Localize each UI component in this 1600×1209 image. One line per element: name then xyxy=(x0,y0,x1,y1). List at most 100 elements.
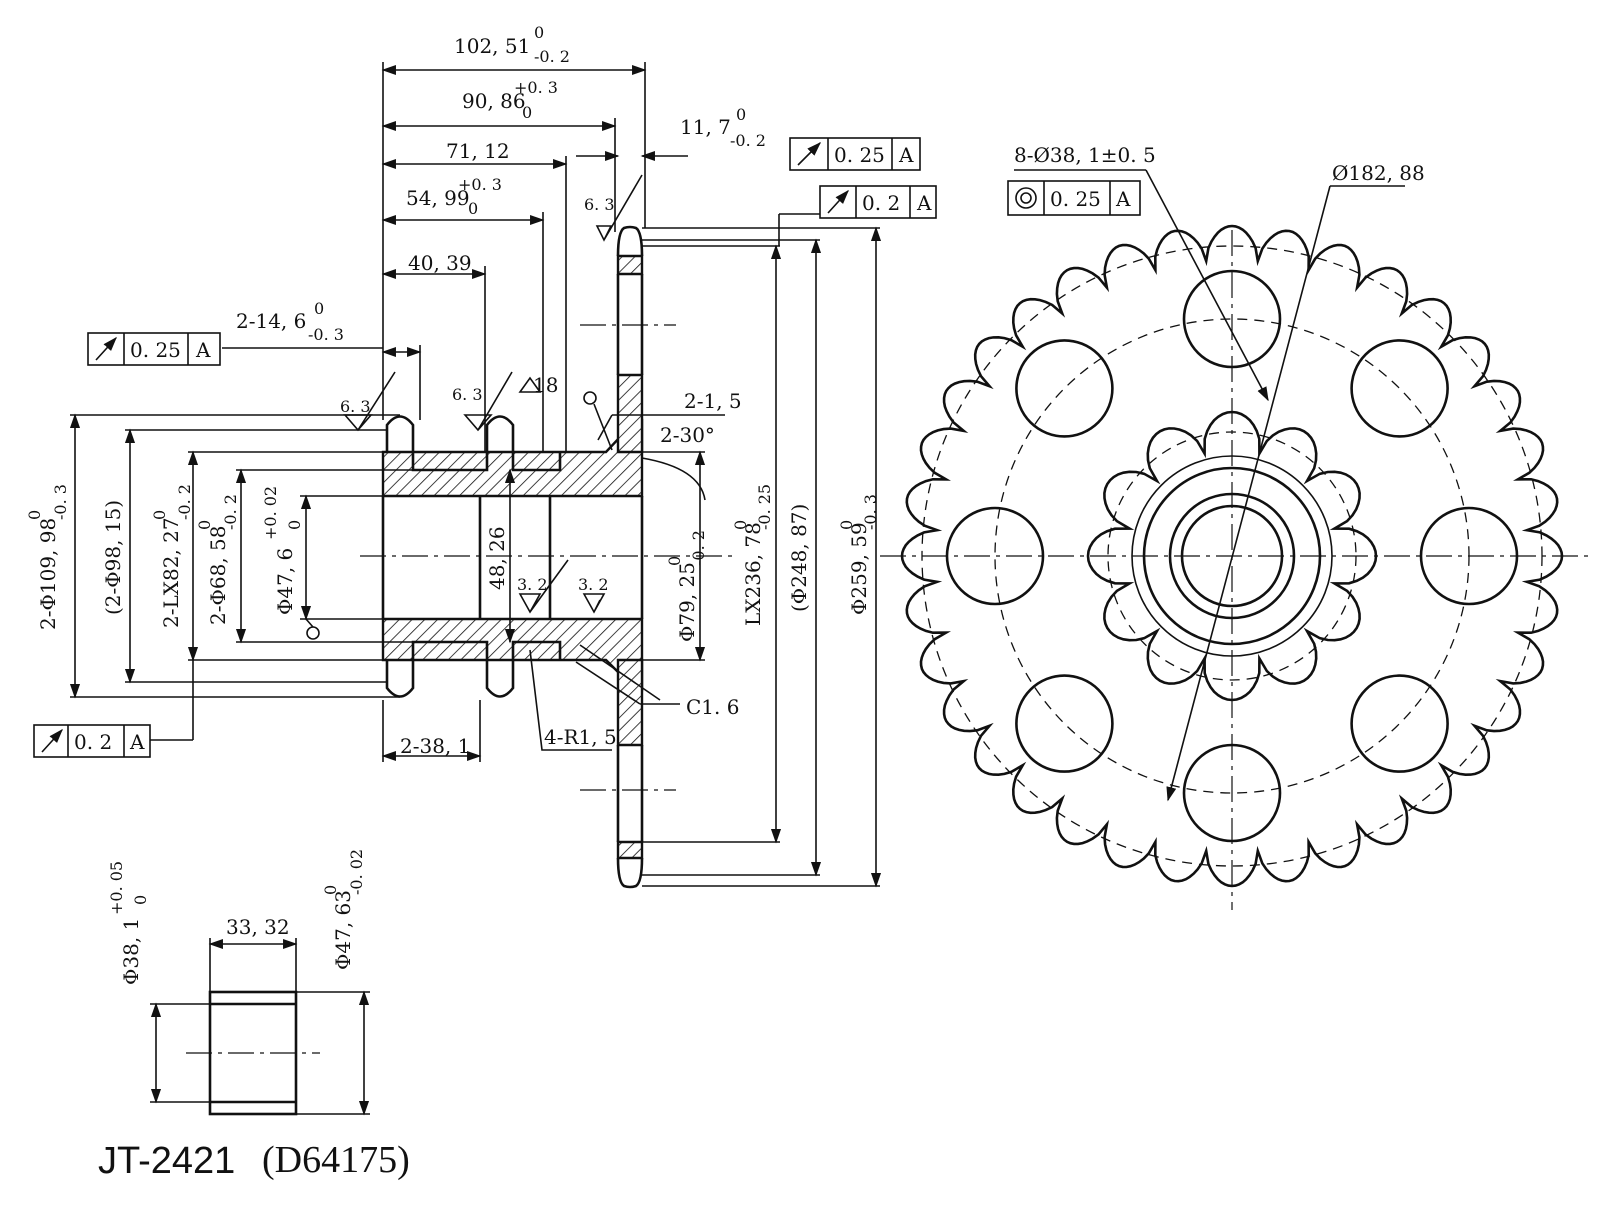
runout-arrow-icon xyxy=(95,336,117,361)
svg-text:A: A xyxy=(129,730,145,754)
concentricity-icon xyxy=(1015,187,1037,209)
svg-text:+0. 3: +0. 3 xyxy=(458,175,502,194)
side-section-view xyxy=(300,225,735,889)
svg-text:A: A xyxy=(1115,187,1131,211)
dim-dia-47-6: Φ47, 6 xyxy=(273,548,297,615)
svg-text:-0. 2: -0. 2 xyxy=(221,494,240,530)
runout-arrow-icon xyxy=(827,189,849,214)
tolerance-frame-runout-02-left: 0. 2 A xyxy=(33,724,151,758)
lightening-hole xyxy=(1182,743,1282,843)
svg-text:0. 25: 0. 25 xyxy=(1050,187,1101,211)
dim-dia-68: 2-Φ68, 58 xyxy=(206,526,230,626)
svg-text:0. 25: 0. 25 xyxy=(130,338,181,362)
dim-2-1-5: 2-1, 5 xyxy=(684,389,742,413)
svg-text:3. 2: 3. 2 xyxy=(578,575,609,594)
svg-text:0. 25: 0. 25 xyxy=(834,143,885,167)
dim-dia-98: (2-Φ98, 15) xyxy=(101,500,125,615)
dim-4-r1-5: 4-R1, 5 xyxy=(544,725,617,749)
lightening-hole xyxy=(1015,339,1114,438)
dim-2-14-6: 2-14, 6 xyxy=(236,309,306,333)
svg-text:-0. 2: -0. 2 xyxy=(175,484,194,520)
dimension-texts: 102, 51 0 -0. 2 90, 86 +0. 3 0 71, 12 54… xyxy=(25,23,880,758)
svg-text:-0. 2: -0. 2 xyxy=(730,131,766,150)
svg-text:+0. 3: +0. 3 xyxy=(514,78,558,97)
dim-2-38-1: 2-38, 1 xyxy=(400,734,470,758)
pitch-circle-holes xyxy=(994,318,1470,794)
svg-text:0: 0 xyxy=(837,520,856,530)
svg-text:0: 0 xyxy=(314,299,324,318)
bore-outer xyxy=(1168,492,1296,620)
dim-dia-79: Φ79, 25 xyxy=(675,562,699,642)
lightening-holes xyxy=(945,269,1519,843)
dim-c1-6: C1. 6 xyxy=(686,695,739,719)
plate-top-tooth xyxy=(616,254,644,276)
plate-upper xyxy=(616,373,644,454)
tolerance-frame-concentricity: 0. 25 A xyxy=(1007,180,1141,216)
dim-90: 90, 86 xyxy=(462,89,526,113)
holes-spec: 8-Ø38, 1±0. 5 xyxy=(1014,143,1156,167)
bushing-length: 33, 32 xyxy=(226,915,290,939)
dim-2-30deg: 2-30° xyxy=(660,423,715,447)
svg-text:6. 3: 6. 3 xyxy=(452,385,483,404)
dim-18: 18 xyxy=(533,373,558,397)
part-number: JT-2421 xyxy=(98,1140,236,1182)
bushing-od: Φ47, 63 xyxy=(331,890,355,970)
svg-text:3. 2: 3. 2 xyxy=(517,575,548,594)
hub-circle xyxy=(1142,466,1322,646)
sprocket-front-view: 8-Ø38, 1±0. 5 Ø182, 88 xyxy=(880,143,1590,910)
svg-text:0: 0 xyxy=(468,199,478,218)
tolerance-frame-runout-02-top: 0. 2 A xyxy=(819,185,937,219)
svg-text:6. 3: 6. 3 xyxy=(340,397,371,416)
runout-arrow-icon xyxy=(797,141,822,166)
tolerance-frame-runout-025-top: 0. 25 A xyxy=(789,137,921,171)
svg-text:A: A xyxy=(916,191,932,215)
svg-text:0: 0 xyxy=(665,556,684,566)
svg-text:-0. 3: -0. 3 xyxy=(861,494,880,530)
pitch-circle-large xyxy=(921,245,1543,867)
svg-text:-0. 25: -0. 25 xyxy=(755,484,774,530)
dimension-lines xyxy=(69,62,882,888)
svg-text:-0. 3: -0. 3 xyxy=(308,325,344,344)
svg-text:0: 0 xyxy=(195,520,214,530)
dim-lx82: 2-LX82, 27 xyxy=(159,517,183,628)
bushing-id: Φ38, 1 xyxy=(119,918,143,985)
svg-text:-0. 3: -0. 3 xyxy=(51,484,70,520)
lightening-hole xyxy=(1350,339,1449,438)
plate-bottom-tooth xyxy=(616,840,644,860)
lightening-hole xyxy=(1182,269,1282,369)
svg-text:A: A xyxy=(195,338,211,362)
pitch-diameter: Ø182, 88 xyxy=(1332,161,1425,185)
svg-text:0: 0 xyxy=(131,895,150,905)
svg-text:-0. 2: -0. 2 xyxy=(534,47,570,66)
dim-11-7: 11, 7 xyxy=(680,115,731,139)
pitch-circle-small xyxy=(1107,431,1357,681)
svg-text:0: 0 xyxy=(150,510,169,520)
svg-text:-0. 2: -0. 2 xyxy=(689,530,708,566)
dim-71: 71, 12 xyxy=(446,139,510,163)
svg-text:A: A xyxy=(898,143,914,167)
lightening-hole xyxy=(1419,506,1519,606)
dim-48-26: 48, 26 xyxy=(485,526,509,590)
dim-dia-248: (Φ248, 87) xyxy=(787,504,811,612)
svg-text:0. 2: 0. 2 xyxy=(74,730,112,754)
svg-text:0: 0 xyxy=(321,885,340,895)
svg-text:0: 0 xyxy=(534,23,544,42)
svg-text:6. 3: 6. 3 xyxy=(584,195,615,214)
lightening-hole xyxy=(1350,674,1449,773)
tolerance-frame-runout-025-left: 0. 25 A xyxy=(87,332,221,366)
svg-text:0: 0 xyxy=(522,103,532,122)
hub-circle-outer xyxy=(1131,455,1333,657)
part-reference: (D64175) xyxy=(262,1139,410,1181)
large-sprocket-outline xyxy=(900,224,1564,888)
svg-text:+0. 02: +0. 02 xyxy=(261,486,280,540)
svg-text:0: 0 xyxy=(285,520,304,530)
runout-arrow-icon xyxy=(41,728,63,753)
small-sprocket-outline xyxy=(1086,410,1378,702)
svg-text:0: 0 xyxy=(731,520,750,530)
lightening-hole xyxy=(945,506,1045,606)
bore-inner xyxy=(1180,504,1284,608)
svg-text:-0. 02: -0. 02 xyxy=(347,849,366,895)
dim-55: 54, 99 xyxy=(406,186,470,210)
svg-text:0: 0 xyxy=(25,510,44,520)
